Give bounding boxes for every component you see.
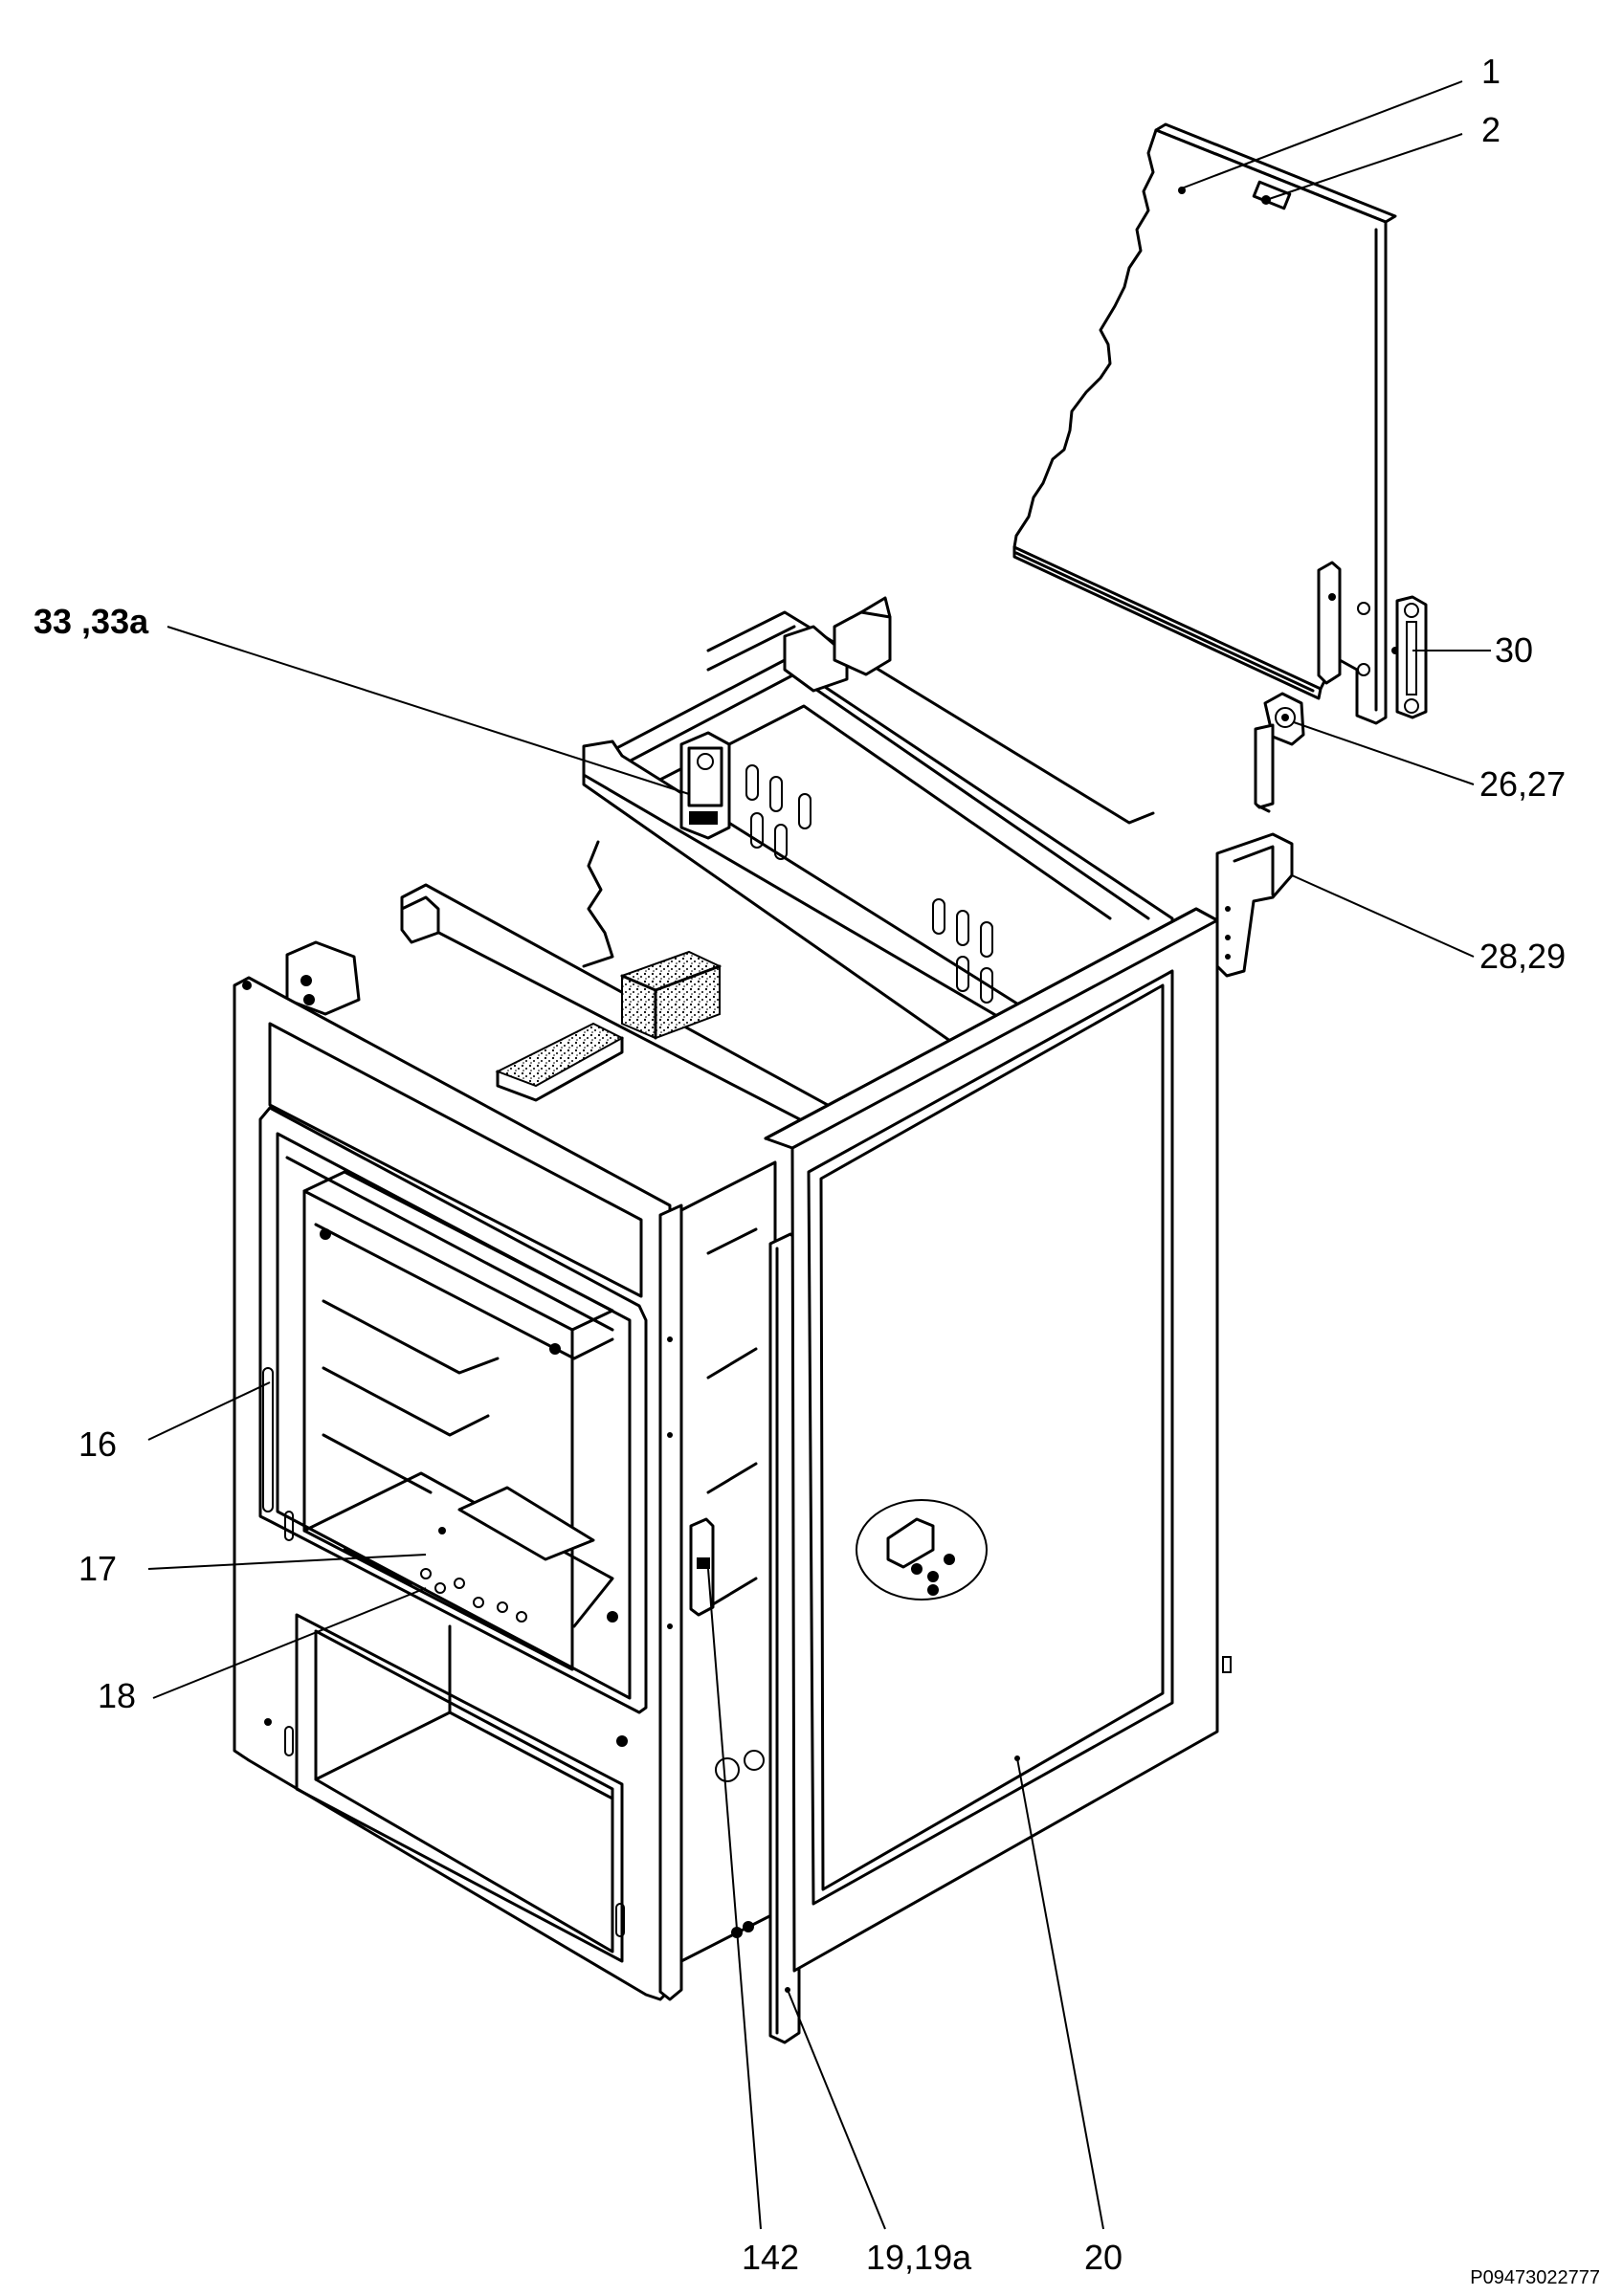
callout-28-29: 28,29: [1479, 937, 1566, 976]
callout-16: 16: [78, 1424, 117, 1464]
callout-20: 20: [1084, 2238, 1123, 2277]
floor-plate-part-18: [420, 1568, 527, 1623]
hinge-part-26-27: [1254, 692, 1305, 813]
rear-wall-slots: [745, 764, 993, 1004]
callout-142: 142: [742, 2238, 799, 2277]
side-panel-part-1: [1012, 122, 1399, 725]
callout-2: 2: [1481, 110, 1501, 149]
callout-33-33a: 33 ,33a: [33, 602, 149, 641]
side-panel-part-20: [764, 907, 1232, 1973]
bracket-part-33: [679, 731, 731, 840]
callout-26-27: 26,27: [1479, 764, 1566, 804]
oven-cabinet: [233, 596, 1232, 2044]
drawing-code: P09473022777: [1470, 2267, 1600, 2288]
callout-1: 1: [1481, 52, 1501, 91]
callout-30: 30: [1495, 630, 1533, 670]
hinge-plate-part-30: [1395, 595, 1428, 719]
callout-18: 18: [98, 1676, 136, 1715]
callout-17: 17: [78, 1549, 117, 1588]
frame-screws: [242, 981, 628, 1747]
hinge-bracket-part-28-29: [1215, 832, 1294, 978]
leader-lines: [147, 80, 1491, 2230]
callout-19-19a: 19,19a: [866, 2238, 972, 2277]
callout-labels: 1 2 30 26,27 28,29 33 ,33a 16 17 18 142 …: [33, 52, 1566, 2277]
hinge-part-142: [689, 1517, 754, 1938]
